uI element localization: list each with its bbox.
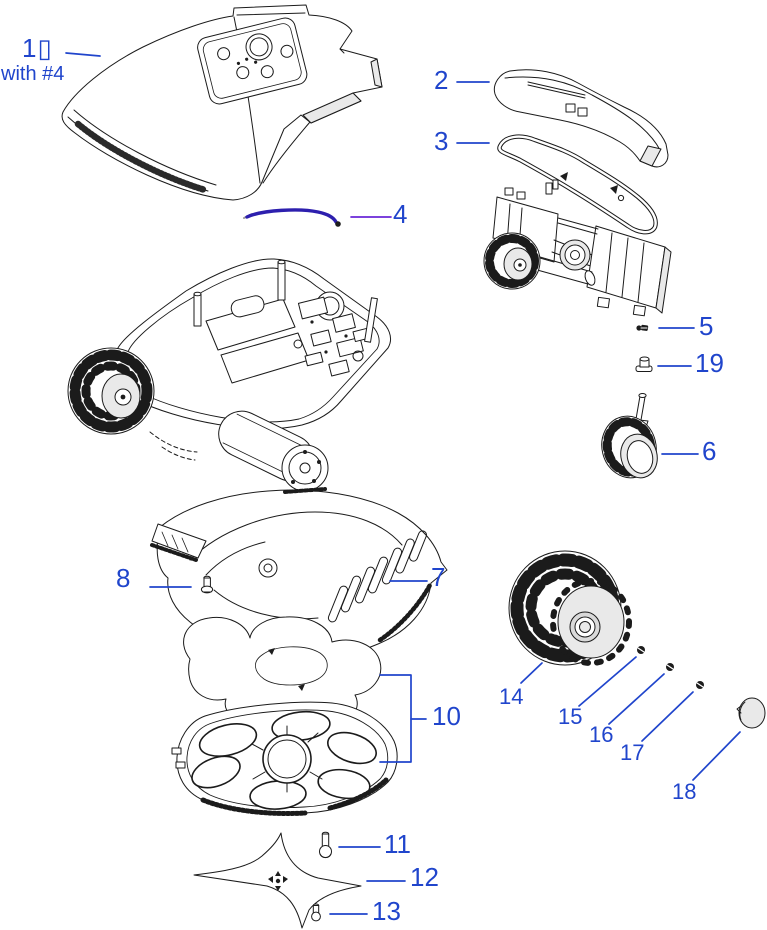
leader-line-15 <box>578 656 637 707</box>
callout-8[interactable]: 8 <box>116 563 131 593</box>
callout-10[interactable]: 10 <box>432 701 461 731</box>
leader-lines <box>65 52 741 915</box>
callout-1[interactable]: 1▯ <box>22 35 52 61</box>
part-10-foam-pad-drawing <box>183 616 382 726</box>
part-15-fastener-drawing <box>637 646 645 654</box>
part-6-caster-wheel-drawing <box>601 393 658 479</box>
part-2-bumper-drawing <box>493 69 669 168</box>
callout-1-number: 1 <box>22 33 37 63</box>
callout-2[interactable]: 2 <box>434 65 449 95</box>
callout-4[interactable]: 4 <box>393 199 408 229</box>
missing-glyph-box: ▯ <box>37 33 52 63</box>
chassis-assembly-drawing <box>67 258 391 492</box>
callout-13[interactable]: 13 <box>372 896 401 926</box>
control-panel <box>197 17 308 105</box>
callout-7[interactable]: 7 <box>431 562 446 592</box>
part-1-top-cover-drawing <box>61 4 383 201</box>
part-17-fastener-drawing <box>696 681 704 689</box>
callout-17[interactable]: 17 <box>620 740 645 765</box>
callout-11[interactable]: 11 <box>384 829 411 859</box>
leader-line-17 <box>641 691 694 742</box>
callout-15[interactable]: 15 <box>558 704 583 729</box>
callout-12[interactable]: 12 <box>410 862 439 892</box>
callout-3[interactable]: 3 <box>434 126 449 156</box>
part-14-drive-wheel-drawing <box>508 550 632 666</box>
part-18-hub-cap-drawing <box>736 697 766 729</box>
part-5-screw-drawing <box>636 324 649 331</box>
part-12-blade-drawing <box>193 832 362 929</box>
callout-1-note: with #4 <box>1 63 65 85</box>
callout-5[interactable]: 5 <box>699 311 714 341</box>
callout-18[interactable]: 18 <box>672 779 697 804</box>
part-4-wire-drawing <box>243 208 341 227</box>
callout-14[interactable]: 14 <box>499 684 524 709</box>
leader-line-14 <box>520 662 543 684</box>
leader-line-1 <box>65 52 101 57</box>
callout-19[interactable]: 19 <box>695 348 724 378</box>
caster-housing-assembly-drawing <box>483 179 672 317</box>
part-16-fastener-drawing <box>666 663 674 671</box>
part-13-screw-drawing <box>311 903 321 922</box>
part-3-gasket-drawing <box>497 134 658 235</box>
part-19-cap-nut-drawing <box>635 356 653 372</box>
leader-line-16 <box>608 673 665 725</box>
callout-16[interactable]: 16 <box>589 722 614 747</box>
part-10-rotor-plate-drawing <box>171 701 398 816</box>
part-11-screw-drawing <box>319 831 332 859</box>
callout-6[interactable]: 6 <box>702 436 717 466</box>
leader-line-18 <box>692 731 741 781</box>
part-8-screw-drawing <box>200 575 214 594</box>
